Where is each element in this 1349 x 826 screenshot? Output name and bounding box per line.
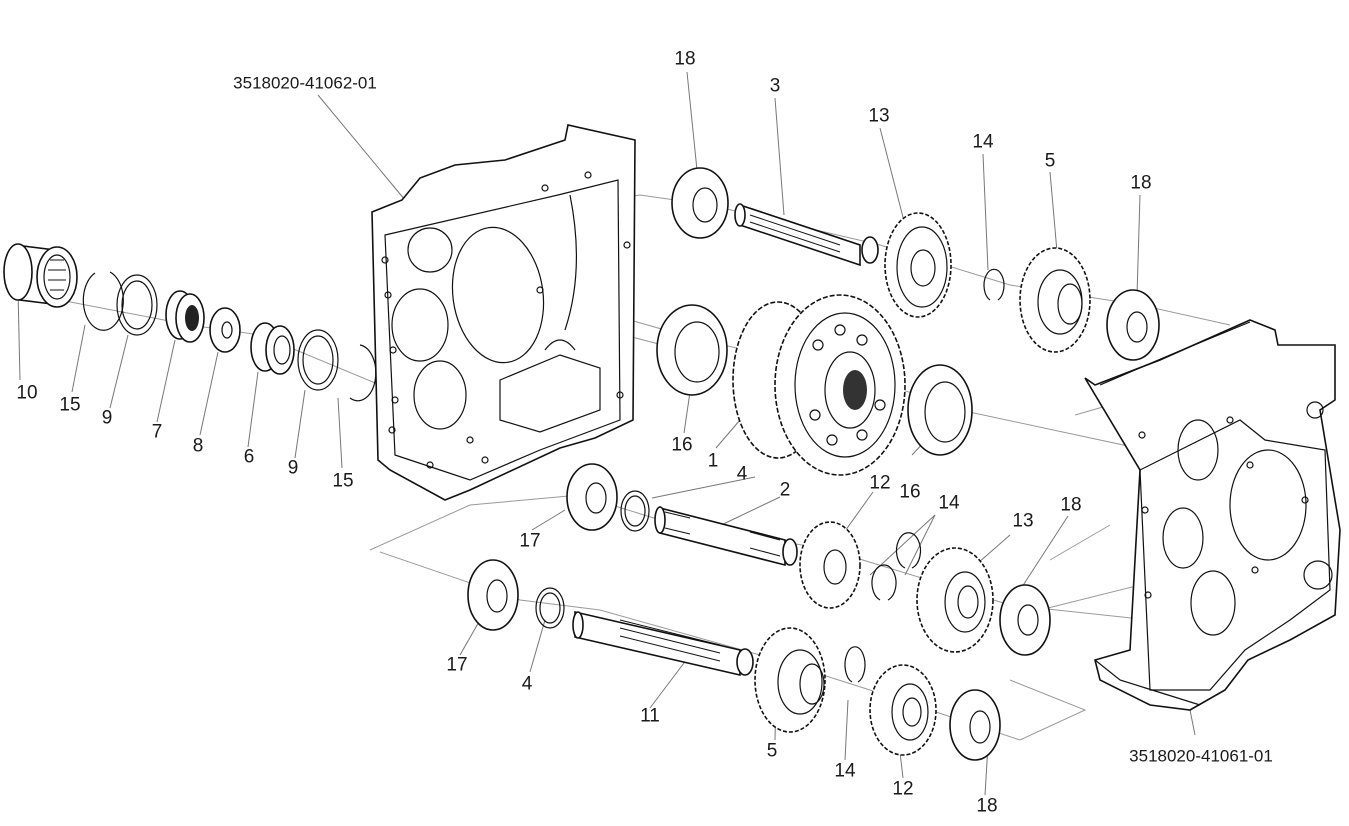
callout-18: 18	[1060, 494, 1082, 516]
callout-12: 12	[892, 778, 914, 800]
part-13-gear-lower	[916, 547, 994, 653]
part-16-bearing-left	[656, 304, 728, 396]
part-18-bearing-top-left	[671, 167, 729, 239]
callout-9: 9	[101, 407, 113, 429]
part-12-gear-lower	[869, 664, 937, 756]
part-4-washer-upper	[620, 490, 650, 532]
part-6-gear-bushing	[250, 322, 295, 375]
callout-6: 6	[243, 446, 255, 468]
callout-4: 4	[521, 673, 533, 695]
callout-7: 7	[151, 421, 163, 443]
part-18-bearing-bottom	[949, 689, 1001, 761]
part-17-bearing-lower	[467, 559, 519, 631]
part-16-bearing-right	[907, 364, 973, 456]
callout-5: 5	[1044, 150, 1056, 172]
callout-9: 9	[287, 457, 299, 479]
part-12-gear-upper	[799, 521, 861, 609]
callout-2: 2	[779, 479, 791, 501]
part-9-washer	[116, 274, 339, 391]
callout-1: 1	[707, 450, 719, 472]
callout-12: 12	[869, 472, 891, 494]
callout-8: 8	[192, 435, 204, 457]
callout-14: 14	[834, 760, 856, 782]
right-housing	[1084, 319, 1341, 711]
part-3-shaft	[734, 203, 879, 267]
left-housing-part-number: 3518020-41062-01	[233, 73, 377, 93]
part-7-gear-bushing	[165, 290, 205, 343]
part-5-gear-lower	[754, 627, 826, 733]
callout-3: 3	[769, 75, 781, 97]
callout-14: 14	[938, 492, 960, 514]
callout-18: 18	[976, 795, 998, 817]
callout-16: 16	[899, 481, 921, 503]
part-13-gear-top	[884, 212, 952, 318]
right-housing-part-number: 3518020-41061-01	[1129, 746, 1273, 766]
part-14-circlip-lower	[844, 646, 866, 683]
callout-13: 13	[868, 105, 890, 127]
callout-15: 15	[332, 470, 354, 492]
callout-14: 14	[972, 131, 994, 153]
callout-13: 13	[1012, 510, 1034, 532]
part-14-circlip-top	[983, 268, 1005, 301]
part-10-needle-bearing	[3, 243, 78, 308]
callout-15: 15	[59, 394, 81, 416]
callout-5: 5	[766, 740, 778, 762]
part-8-spacer	[209, 307, 241, 353]
left-housing	[371, 124, 636, 501]
part-11-shaft	[572, 610, 754, 677]
part-17-bearing-upper	[566, 463, 618, 531]
part-4-washer-lower	[535, 587, 565, 629]
callout-11: 11	[640, 705, 660, 727]
callout-16: 16	[671, 434, 693, 456]
part-15-snap-ring	[82, 271, 377, 402]
callout-17: 17	[519, 530, 541, 552]
callout-4: 4	[736, 463, 748, 485]
callout-18: 18	[1130, 172, 1152, 194]
callout-17: 17	[446, 654, 468, 676]
callout-18: 18	[674, 48, 696, 70]
callout-10: 10	[16, 382, 38, 404]
part-18-bearing-top-right	[1106, 289, 1160, 361]
part-1-double-gear	[732, 294, 906, 476]
part-5-gear-top	[1019, 247, 1091, 353]
part-2-shaft	[654, 506, 798, 567]
part-14-circlips-middle	[871, 532, 922, 601]
part-18-bearing-middle	[999, 584, 1051, 656]
